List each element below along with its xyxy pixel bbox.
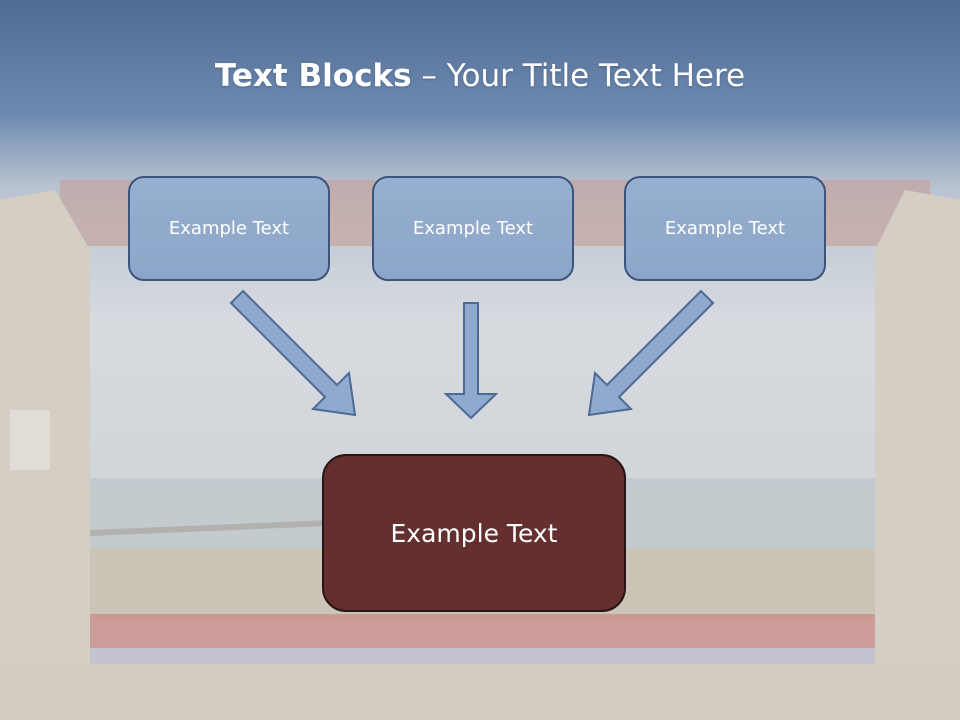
text-block-2[interactable]: Example Text bbox=[372, 176, 574, 281]
title-regular-part: – Your Title Text Here bbox=[411, 58, 746, 94]
text-block-1-label: Example Text bbox=[168, 218, 290, 239]
arrow-down-icon bbox=[443, 302, 499, 420]
result-block[interactable]: Example Text bbox=[322, 454, 626, 612]
title-bold-part: Text Blocks bbox=[214, 58, 412, 94]
text-block-1[interactable]: Example Text bbox=[128, 176, 330, 281]
text-block-3-label: Example Text bbox=[664, 218, 786, 239]
arrow-right-icon bbox=[587, 289, 715, 417]
text-block-3[interactable]: Example Text bbox=[624, 176, 826, 281]
arrow-left-icon bbox=[229, 289, 357, 417]
text-block-2-label: Example Text bbox=[412, 218, 534, 239]
slide-title: Text Blocks – Your Title Text Here bbox=[0, 52, 960, 100]
result-block-label: Example Text bbox=[390, 518, 558, 548]
